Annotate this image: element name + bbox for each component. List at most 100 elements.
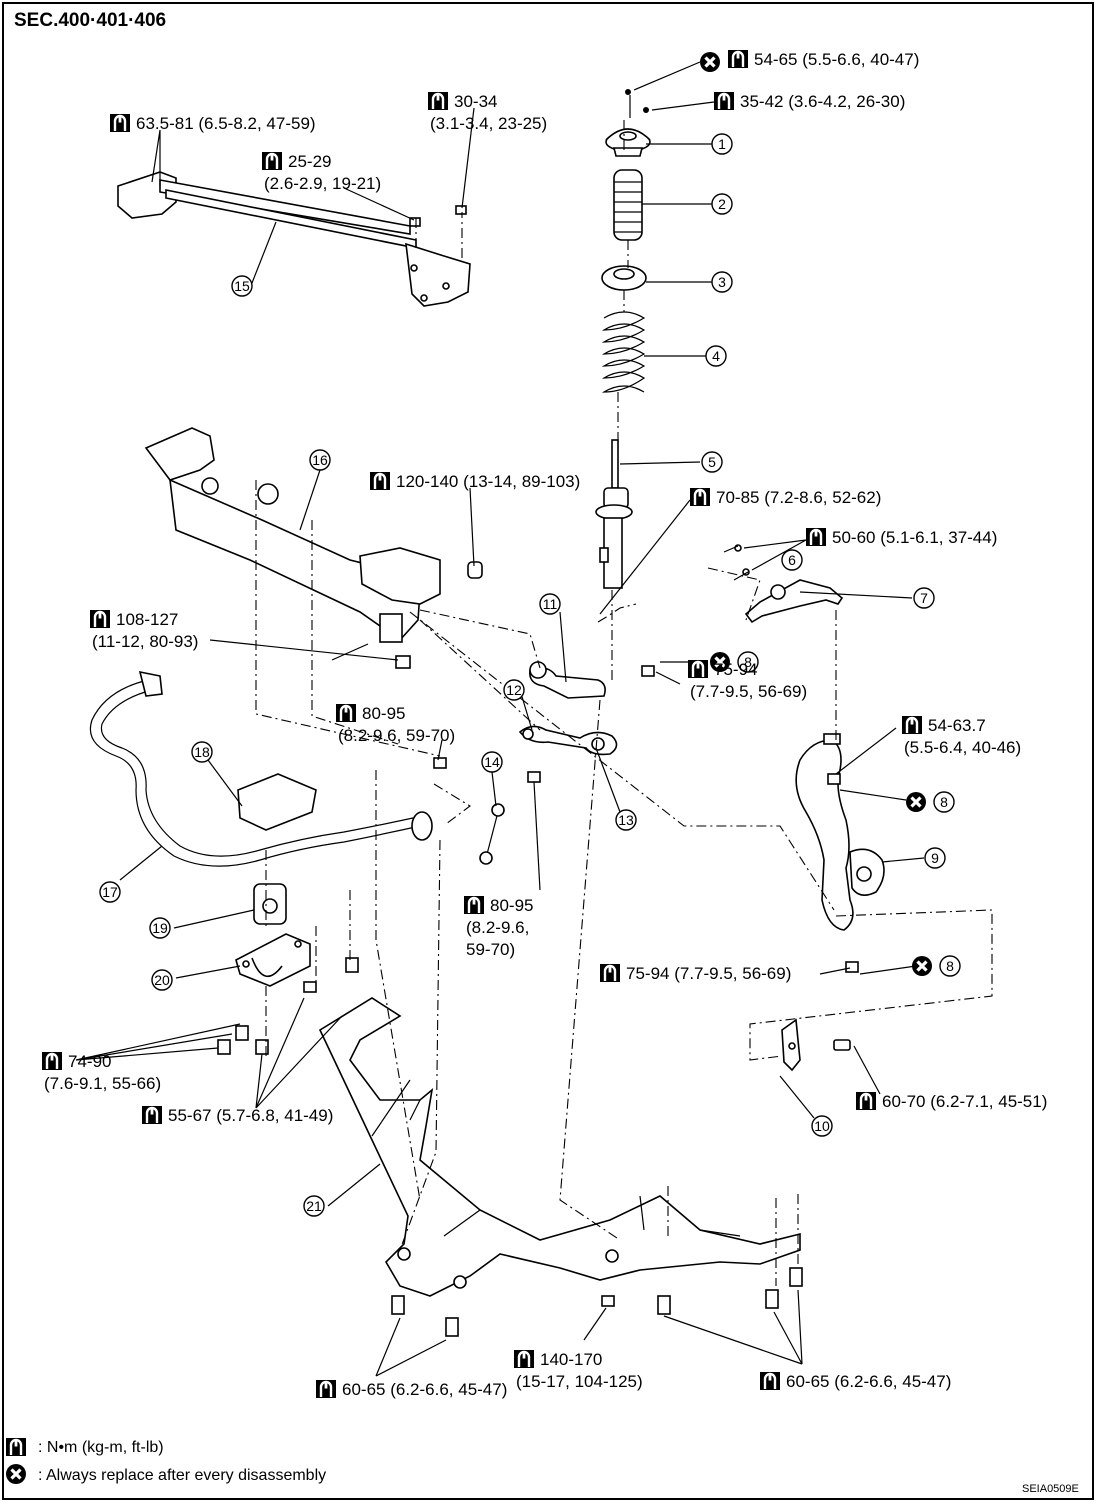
callout-number: 4 [712, 348, 720, 364]
callout-number: 8 [744, 654, 752, 670]
torque-spec-text: (2.6-2.9, 19-21) [264, 174, 381, 193]
torque-spec-text: 25-29 [288, 152, 331, 171]
legend-replace-text: : Always replace after every disassembly [38, 1467, 326, 1484]
callout-number: 5 [708, 454, 716, 470]
callout-number: 17 [102, 884, 118, 900]
callout-number: 12 [506, 682, 522, 698]
torque-spec-t2: 35-42 (3.6-4.2, 26-30) [712, 90, 905, 112]
strut-bound-bumper [613, 169, 643, 241]
torque-spec-t1: 54-65 (5.5-6.6, 40-47) [698, 48, 919, 74]
torque-icon [688, 486, 712, 508]
strut-mount-insulator [605, 89, 651, 157]
callout-18: 18 [191, 741, 213, 763]
callout-15: 15 [231, 275, 253, 297]
torque-spec-text: 60-65 (6.2-6.6, 45-47) [786, 1372, 951, 1391]
torque-icon [314, 1378, 338, 1400]
callout-number: 21 [306, 1198, 322, 1214]
torque-icon [108, 112, 132, 134]
torque-icon [260, 150, 284, 172]
torque-icon [854, 1090, 878, 1112]
callout-number: 6 [788, 552, 796, 568]
callout-circle [933, 791, 955, 813]
torque-spec-t4: 63.5-81 (6.5-8.2, 47-59) [108, 112, 316, 134]
callout-circle [711, 133, 733, 155]
callout-circle [191, 741, 213, 763]
torque-spec-text: (15-17, 104-125) [516, 1372, 643, 1391]
torque-spec-t20: 60-65 (6.2-6.6, 45-47) [758, 1370, 951, 1392]
torque-icon [368, 470, 392, 492]
stabilizer-connecting-rod [479, 803, 505, 865]
torque-icon [712, 90, 736, 112]
torque-spec-text: 60-65 (6.2-6.6, 45-47) [342, 1380, 507, 1399]
coil-spring [601, 311, 646, 393]
tension-rod [518, 725, 618, 756]
callout-5: 5 [701, 451, 723, 473]
torque-spec-text: (7.7-9.5, 56-69) [690, 682, 807, 701]
callout-number: 1 [718, 136, 726, 152]
torque-spec-text: 80-95 [490, 896, 533, 915]
torque-icon [804, 526, 828, 548]
callout-number: 8 [946, 958, 954, 974]
replace-icon [4, 1462, 28, 1486]
torque-spec-text: 50-60 (5.1-6.1, 37-44) [832, 528, 997, 547]
torque-spec-t6: 120-140 (13-14, 89-103) [368, 470, 580, 492]
callout-number: 2 [718, 196, 726, 212]
callout-21: 21 [303, 1195, 325, 1217]
torque-spec-text: 120-140 (13-14, 89-103) [396, 472, 580, 491]
callout-circle [615, 809, 637, 831]
legend-torque-text: : N•m (kg-m, ft-lb) [38, 1439, 164, 1456]
stabilizer-clamp [235, 933, 311, 987]
torque-specs: 54-65 (5.5-6.6, 40-47) 35-42 (3.6-4.2, 26… [40, 48, 1047, 1400]
callout-2: 2 [711, 193, 733, 215]
upper-link [723, 544, 844, 624]
callout-number: 8 [940, 794, 948, 810]
torque-spec-text: (11-12, 80-93) [92, 632, 198, 651]
torque-icon [900, 714, 924, 736]
torque-spec-text: 35-42 (3.6-4.2, 26-30) [740, 92, 905, 111]
callout-4: 4 [705, 345, 727, 367]
torque-spec-text: (8.2-9.6, 59-70) [338, 726, 455, 745]
callout-number: 9 [931, 850, 939, 866]
stabilizer-bushing [253, 883, 287, 925]
callout-circle [481, 751, 503, 773]
torque-icon [140, 1104, 164, 1126]
lower-link-bracket [781, 1018, 851, 1072]
torque-icon [686, 658, 710, 680]
torque-spec-t15: 74-90(7.6-9.1, 55-66) [40, 1050, 161, 1093]
callout-circle [737, 651, 759, 673]
callout-13: 13 [615, 809, 637, 831]
torque-spec-text: 75-94 [714, 660, 757, 679]
callout-20: 20 [151, 969, 173, 991]
torque-icon [598, 962, 622, 984]
torque-spec-t13: 80-95(8.2-9.6,59-70) [462, 894, 533, 959]
replace-icon [910, 954, 934, 978]
callout-circle [503, 679, 525, 701]
torque-spec-t5: 25-29 (2.6-2.9, 19-21) [260, 150, 381, 193]
torque-icon [40, 1050, 64, 1072]
torque-spec-text: 60-70 (6.2-7.1, 45-51) [882, 1092, 1047, 1111]
callout-circle [99, 881, 121, 903]
callout-number: 14 [484, 754, 500, 770]
torque-spec-t16: 55-67 (5.7-6.8, 41-49) [140, 1104, 333, 1126]
callout-number: 3 [718, 274, 726, 290]
torque-spec-t12: 54-63.7(5.5-6.4, 40-46) [900, 714, 1021, 757]
callout-3: 3 [711, 271, 733, 293]
diagram-code: SEIA0509E [1022, 1483, 1079, 1495]
callout-circle [231, 275, 253, 297]
callout-circle [539, 593, 561, 615]
front-crossmember [318, 997, 801, 1297]
torque-spec-text: 55-67 (5.7-6.8, 41-49) [168, 1106, 333, 1125]
callout-19: 19 [149, 917, 171, 939]
bolts-and-nuts [217, 205, 859, 1337]
torque-icon [726, 48, 750, 70]
torque-spec-text: 75-94 (7.7-9.5, 56-69) [626, 964, 791, 983]
callout-7: 7 [913, 587, 935, 609]
callout-circle [303, 1195, 325, 1217]
front-suspension-member [144, 427, 441, 643]
leader-lines [75, 61, 925, 1377]
torque-spec-t3: 30-34(3.1-3.4, 23-25) [426, 90, 547, 133]
callout-8: 8 [910, 954, 961, 978]
callout-circle [913, 587, 935, 609]
torque-spec-t14: 75-94 (7.7-9.5, 56-69) [598, 962, 791, 984]
